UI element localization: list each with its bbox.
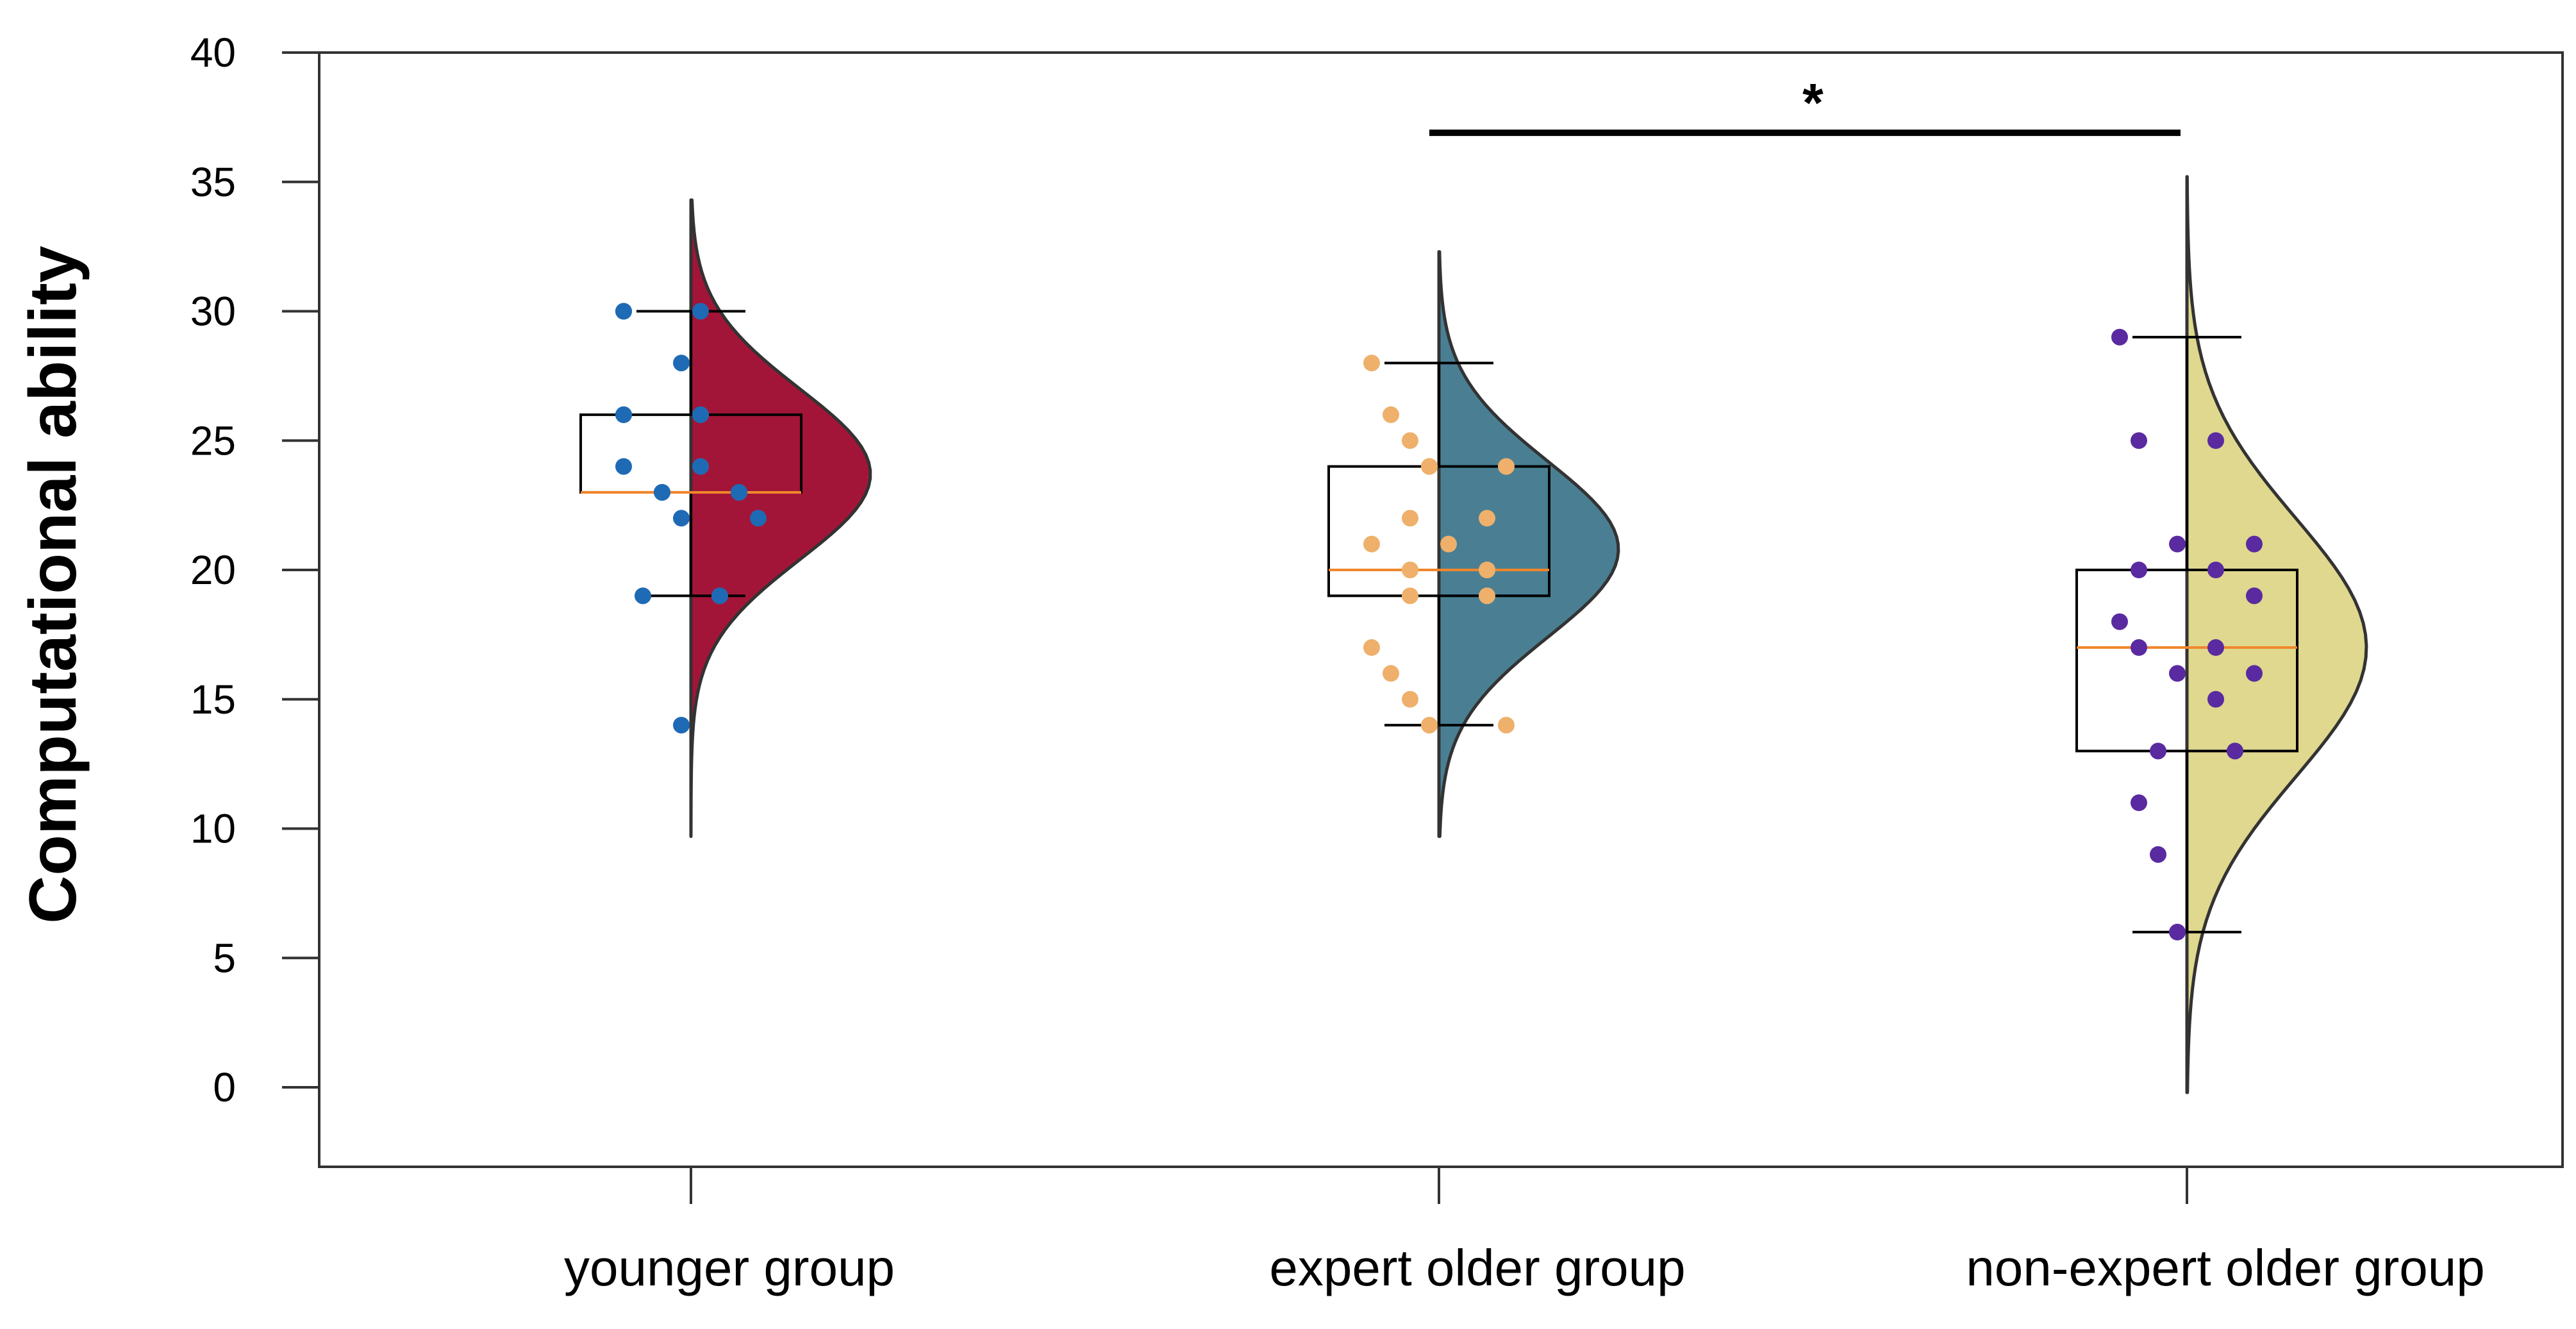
y-tick-label: 30 — [190, 288, 236, 335]
y-tick-label: 5 — [213, 935, 236, 981]
box-iqr — [1327, 465, 1550, 598]
data-point — [2150, 742, 2166, 760]
y-axis-label: Computational ability — [16, 246, 90, 924]
x-axis: younger group expert older group non-exper… — [564, 1167, 2485, 1296]
violin-shape — [689, 198, 872, 839]
data-point — [1498, 458, 1515, 475]
data-point — [1440, 535, 1457, 553]
data-point — [615, 458, 632, 475]
data-point — [2131, 432, 2147, 449]
y-tick-label: 25 — [190, 417, 236, 464]
data-point — [2227, 742, 2243, 760]
data-point — [2131, 794, 2147, 812]
data-point — [1402, 690, 1418, 708]
data-point — [1383, 665, 1399, 682]
data-point — [673, 355, 690, 372]
data-point — [711, 587, 728, 605]
y-tick-label: 15 — [190, 676, 236, 723]
data-point — [2111, 328, 2128, 346]
data-point — [615, 406, 632, 423]
data-point — [635, 587, 651, 605]
data-point — [1363, 355, 1380, 372]
data-point — [615, 303, 632, 320]
data-point — [1402, 510, 1418, 527]
data-point — [2207, 432, 2224, 449]
data-point — [1363, 639, 1380, 656]
significance-label: * — [1802, 72, 1824, 133]
violin-shape — [1437, 250, 1620, 839]
data-point — [2169, 923, 2186, 940]
y-tick-label: 40 — [190, 29, 236, 76]
data-point — [750, 510, 767, 527]
y-tick-label: 35 — [190, 159, 236, 205]
y-tick-label: 10 — [190, 806, 236, 852]
data-point — [1402, 432, 1418, 449]
violin-shape — [2185, 175, 2368, 1094]
data-point — [2207, 690, 2224, 708]
data-point — [2169, 665, 2186, 682]
data-point — [1402, 562, 1418, 578]
data-point — [2111, 613, 2128, 630]
data-point — [1479, 510, 1495, 527]
data-point — [654, 483, 670, 501]
plot-frame — [318, 51, 2564, 1168]
data-point — [731, 483, 747, 501]
y-axis: 0 5 10 15 20 25 30 35 40 — [190, 29, 319, 1110]
data-point — [673, 510, 690, 527]
data-point — [1421, 717, 1438, 734]
x-category-label: expert older group — [1269, 1239, 1685, 1296]
significance-layer: * — [1429, 72, 2181, 137]
y-tick-label: 0 — [213, 1064, 236, 1110]
data-point — [1421, 458, 1438, 475]
data-point — [1479, 562, 1495, 578]
data-point — [692, 406, 709, 423]
data-point — [1479, 587, 1495, 605]
group-2 — [1327, 250, 1620, 839]
data-point — [2207, 562, 2224, 578]
data-point — [2131, 639, 2147, 656]
data-point — [1498, 717, 1515, 734]
data-point — [2246, 665, 2263, 682]
data-point — [1402, 587, 1418, 605]
data-point — [2246, 535, 2263, 553]
data-point — [2169, 535, 2186, 553]
group-1 — [579, 198, 872, 839]
data-point — [673, 717, 690, 734]
group-3 — [2075, 175, 2368, 1094]
data-point — [2207, 639, 2224, 656]
x-category-label: younger group — [564, 1239, 895, 1296]
data-point — [1383, 406, 1399, 423]
data-point — [692, 303, 709, 320]
data-point — [2246, 587, 2263, 605]
box-iqr — [2075, 569, 2298, 753]
data-point — [2150, 846, 2166, 863]
data-point — [692, 458, 709, 475]
x-category-label: non-expert older group — [1966, 1239, 2484, 1296]
data-point — [2131, 562, 2147, 578]
data-point — [1363, 535, 1380, 553]
y-tick-label: 20 — [190, 547, 236, 593]
groups-layer — [579, 175, 2368, 1094]
